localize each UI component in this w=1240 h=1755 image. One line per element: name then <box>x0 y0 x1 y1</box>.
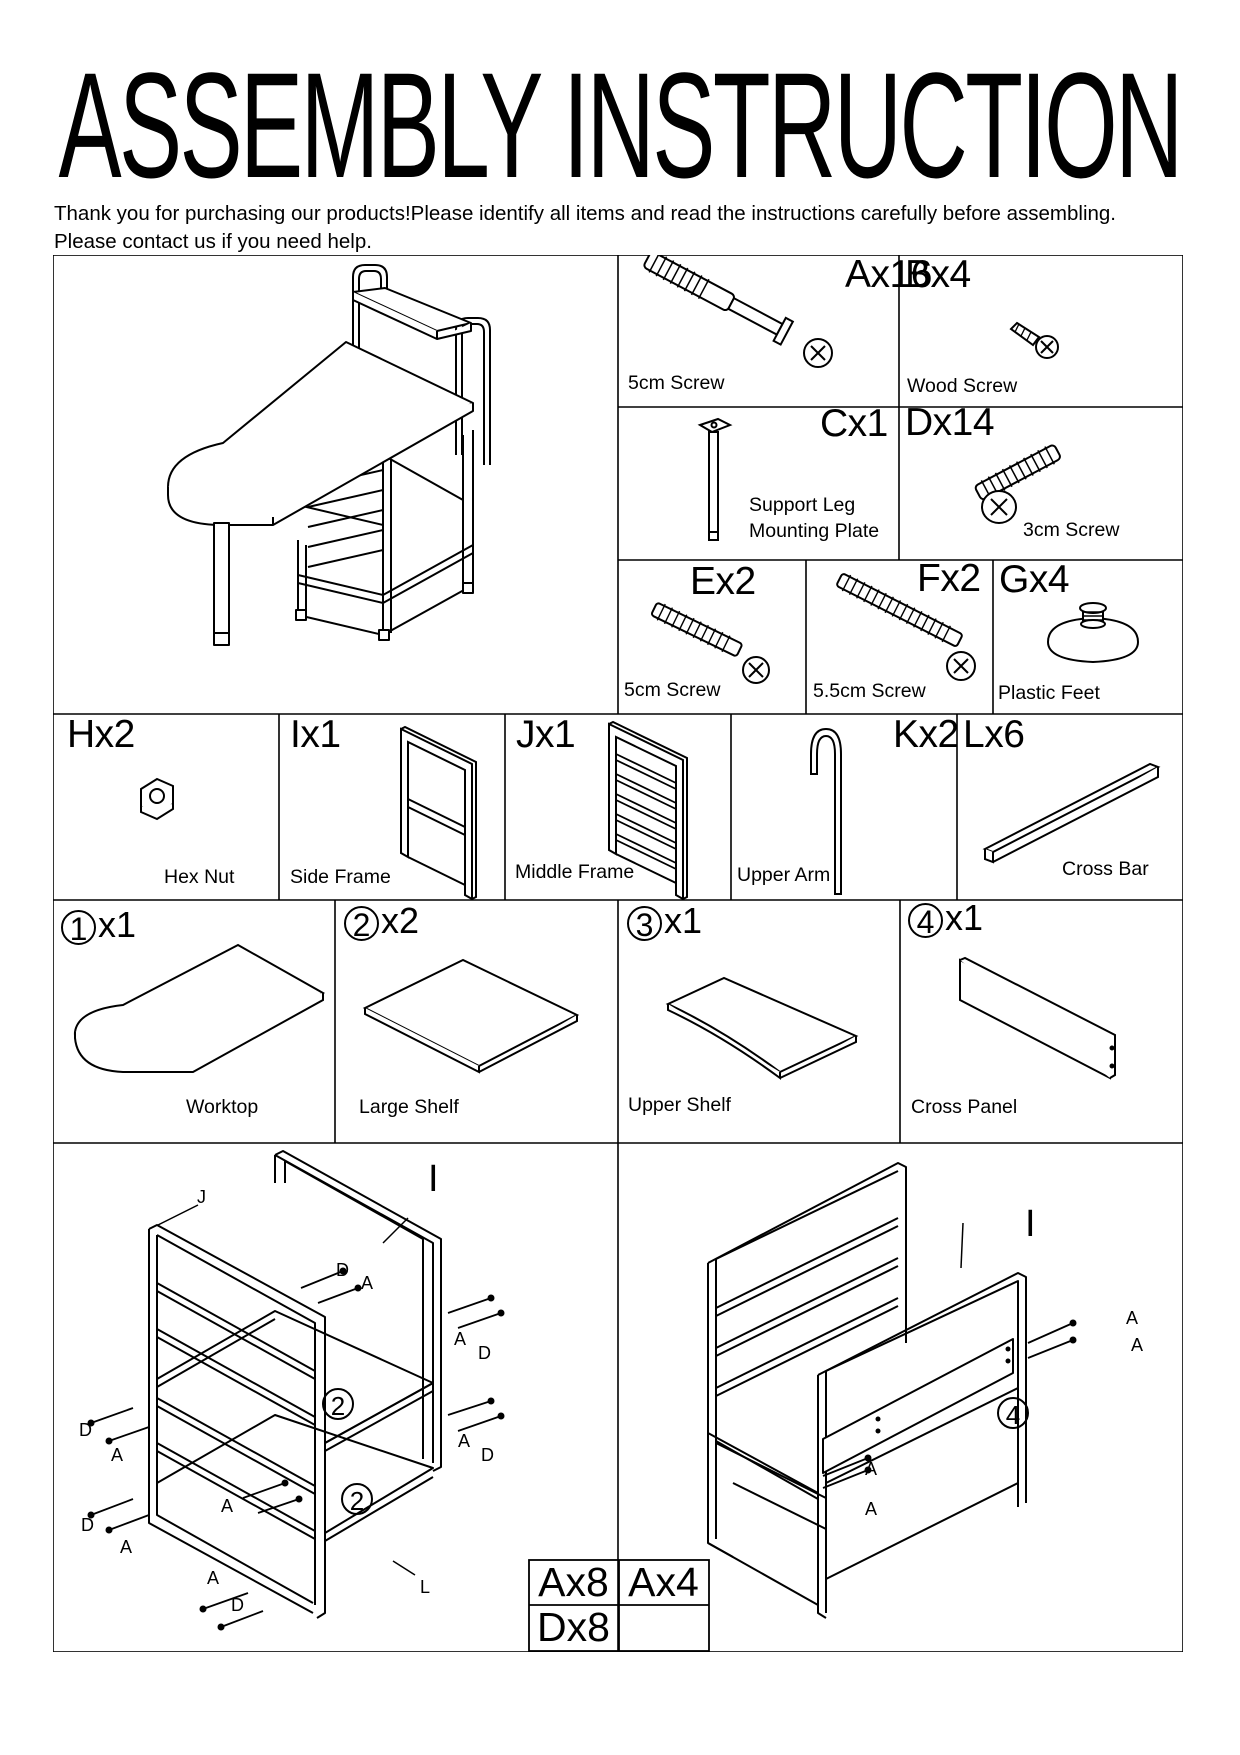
screw-f-illustration <box>836 573 976 681</box>
part-code-a: Ax16 <box>845 253 932 296</box>
panel-1-qty: x1 <box>98 904 137 945</box>
step1-qty-a2: Ax4 <box>628 1559 699 1605</box>
panel-3-name: Upper Shelf <box>628 1094 731 1116</box>
part-code-b: Bx4 <box>905 253 971 296</box>
step1-label-j: J <box>197 1187 206 1207</box>
part-name-c-line1: Support Leg <box>749 494 856 516</box>
part-name-f: 5.5cm Screw <box>813 680 926 702</box>
part-name-k: Upper Arm <box>737 864 831 886</box>
mounting-plate-illustration <box>697 417 733 541</box>
step1-label-a-mid: A <box>221 1496 234 1516</box>
intro-line-1: Thank you for purchasing our products!Pl… <box>54 202 1117 225</box>
title-block: ASSEMBLY INSTRUCTION <box>0 50 1240 200</box>
panel-4-qty: x1 <box>945 897 984 938</box>
hex-nut-illustration <box>140 777 174 821</box>
panel-1-number: 1 <box>61 909 96 946</box>
step1-label-d-left1: D <box>79 1420 92 1440</box>
part-code-f: Fx2 <box>917 557 981 600</box>
part-code-e: Ex2 <box>690 560 756 603</box>
step-2-diagram <box>707 1162 1077 1619</box>
panel-4-name: Cross Panel <box>911 1096 1018 1118</box>
step1-label-d-right1: D <box>478 1343 491 1363</box>
step1-shelf-number-upper: 2 <box>322 1386 356 1421</box>
screw-e-illustration <box>651 602 770 684</box>
step2-label-a-1: A <box>1126 1308 1139 1328</box>
step1-shelf-number-lower: 2 <box>341 1481 375 1516</box>
cross-panel-illustration <box>959 956 1116 1080</box>
step2-label-a-4: A <box>865 1499 878 1519</box>
side-frame-illustration <box>400 725 477 900</box>
step1-label-l: L <box>420 1577 431 1597</box>
part-name-a: 5cm Screw <box>628 372 725 394</box>
step1-qty-table-lines <box>528 1559 710 1652</box>
step1-label-d-left2: D <box>81 1515 94 1535</box>
part-name-e: 5cm Screw <box>624 679 721 701</box>
part-name-c-line2: Mounting Plate <box>749 520 880 542</box>
step1-label-a-bottom: A <box>207 1568 220 1588</box>
part-code-c: Cx1 <box>820 402 888 445</box>
part-code-k: Kx2 <box>893 713 959 756</box>
cross-bar-illustration <box>982 762 1161 864</box>
assembled-desk-illustration <box>167 264 491 646</box>
step1-label-a-right2: A <box>458 1431 471 1451</box>
panel-1-name: Worktop <box>186 1096 259 1118</box>
middle-frame-illustration <box>608 720 688 900</box>
step2-label-a-2: A <box>1131 1335 1144 1355</box>
part-name-j: Middle Frame <box>515 861 635 883</box>
part-code-l: Lx6 <box>963 713 1025 756</box>
screw-a-illustration <box>643 255 833 368</box>
upper-arm-illustration <box>810 727 842 895</box>
part-name-g: Plastic Feet <box>998 682 1100 704</box>
step1-label-a-top: A <box>361 1273 374 1293</box>
step1-label-a-left2: A <box>120 1537 133 1557</box>
worktop-illustration <box>73 943 326 1073</box>
grid-lines <box>53 255 1183 1652</box>
part-code-j: Jx1 <box>516 713 576 756</box>
intro-text: Thank you for purchasing our products!Pl… <box>54 200 1116 256</box>
panel-3-number: 3 <box>627 905 662 942</box>
screw-d-illustration <box>974 444 1061 524</box>
part-name-d: 3cm Screw <box>1023 519 1120 541</box>
step1-label-d-bottom: D <box>231 1595 244 1615</box>
large-shelf-illustration <box>362 958 580 1074</box>
step1-qty-a1: Ax8 <box>538 1559 609 1605</box>
plastic-feet-illustration <box>1046 602 1140 664</box>
step1-label-a-right1: A <box>454 1329 467 1349</box>
part-code-i: Ix1 <box>290 713 341 756</box>
step1-label-a-left1: A <box>111 1445 124 1465</box>
panel-2-name: Large Shelf <box>359 1096 459 1118</box>
step2-label-i: I <box>1025 1203 1036 1245</box>
page-title: ASSEMBLY INSTRUCTION <box>58 41 1184 209</box>
upper-shelf-illustration <box>665 976 859 1080</box>
instruction-sheet: Ax16 5cm Screw Bx4 Wood Screw Cx1 Suppor… <box>53 253 1183 1652</box>
step1-label-d-top: D <box>336 1260 349 1280</box>
part-name-h: Hex Nut <box>164 866 235 888</box>
step1-qty-d1: Dx8 <box>537 1604 610 1650</box>
step2-panel-number: 4 <box>997 1395 1031 1430</box>
step2-label-a-3: A <box>865 1459 878 1479</box>
panel-2-number: 2 <box>344 905 379 942</box>
step-1-diagram <box>87 1150 505 1631</box>
part-code-d: Dx14 <box>905 401 995 444</box>
panel-3-qty: x1 <box>664 900 703 941</box>
part-name-i: Side Frame <box>290 866 391 888</box>
step1-label-i: I <box>428 1158 439 1200</box>
part-code-h: Hx2 <box>67 713 135 756</box>
part-name-b: Wood Screw <box>907 375 1018 397</box>
screw-b-illustration <box>1009 321 1059 359</box>
intro-line-2: Please contact us if you need help. <box>54 230 372 253</box>
panel-4-number: 4 <box>908 902 943 939</box>
part-name-l: Cross Bar <box>1062 858 1149 880</box>
panel-2-qty: x2 <box>381 900 420 941</box>
part-code-g: Gx4 <box>999 558 1070 601</box>
step1-label-d-right2: D <box>481 1445 494 1465</box>
